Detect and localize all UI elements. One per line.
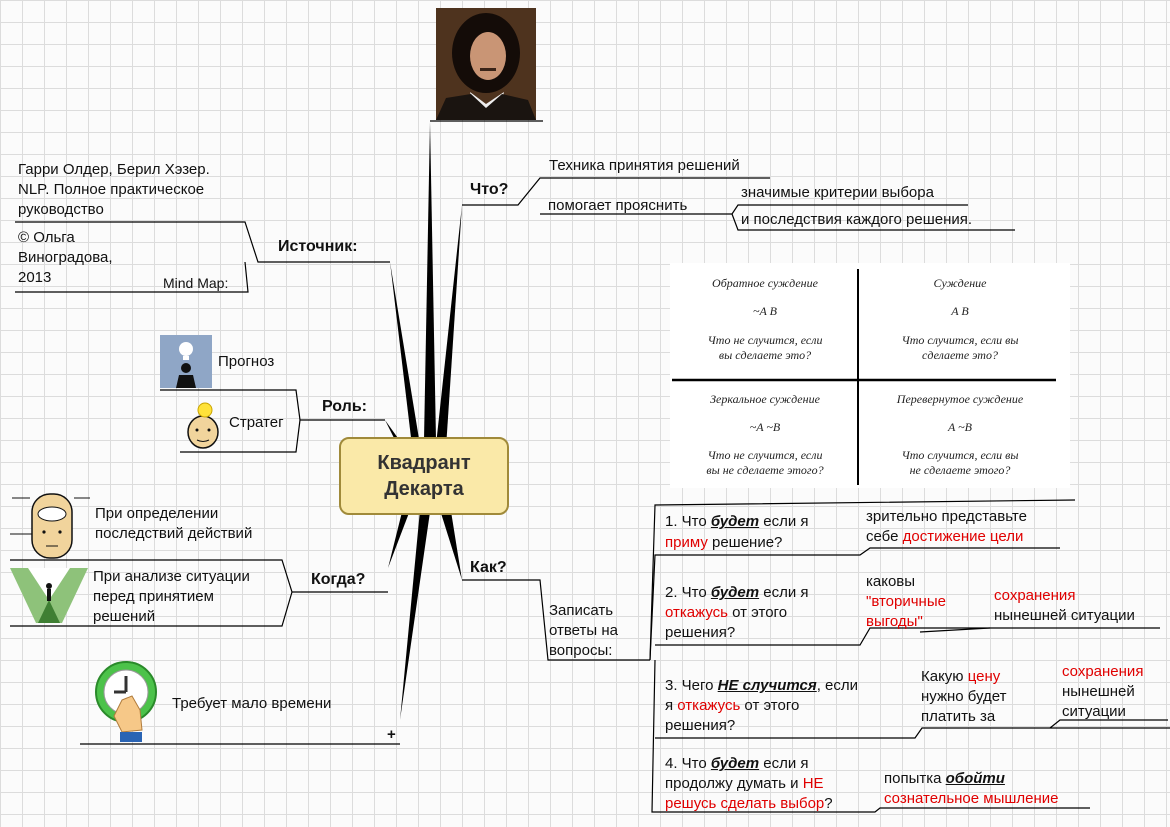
- what-label[interactable]: Что?: [470, 181, 509, 198]
- question-2-line1[interactable]: 2. Что будет если я: [665, 584, 809, 601]
- answer-2-line2[interactable]: "вторичные: [866, 593, 946, 610]
- source-author-line3: 2013: [18, 269, 52, 286]
- q1-formula: ~A B: [753, 304, 777, 318]
- source-author-line2: Виноградова,: [18, 249, 113, 266]
- q1-question-line1: Что не случится, если: [707, 333, 823, 347]
- answer-1-line2[interactable]: себе достижение цели: [866, 528, 1024, 545]
- answer-2-line1[interactable]: каковы: [866, 573, 916, 590]
- central-title-line1: Квадрант: [377, 452, 471, 474]
- what-item-clarify[interactable]: помогает прояснить: [548, 197, 688, 214]
- when-item1-line2[interactable]: последствий действий: [95, 525, 253, 542]
- q2-formula: A B: [951, 304, 969, 318]
- what-sub-criteria[interactable]: значимые критерии выбора: [741, 184, 934, 201]
- q2-question-line2: сделаете это?: [922, 348, 998, 362]
- when-item1-line1[interactable]: При определении: [95, 505, 219, 522]
- answer-2b-line2[interactable]: нынешней ситуации: [994, 607, 1135, 624]
- answer-3-line2[interactable]: нужно будет: [921, 688, 1007, 705]
- what-sub-consequences[interactable]: и последствия каждого решения.: [741, 211, 973, 228]
- answer-4-line2[interactable]: сознательное мышление: [884, 790, 1059, 807]
- forecast-icon: [160, 335, 212, 388]
- thinking-head-icon: [10, 493, 90, 559]
- crossroads-icon: [10, 568, 88, 623]
- when-item2-line2[interactable]: перед принятием: [93, 588, 214, 605]
- question-4-line2[interactable]: продолжу думать и НЕ: [665, 775, 824, 792]
- source-author-line1: © Ольга: [18, 229, 75, 246]
- role-item-strategist[interactable]: Стратег: [229, 414, 284, 431]
- expand-plus-button[interactable]: +: [387, 726, 396, 743]
- clock-hand-icon: [95, 661, 157, 742]
- q2-title: Суждение: [933, 276, 987, 290]
- question-4-line3[interactable]: решусь сделать выбор?: [665, 795, 833, 812]
- answer-3-line3[interactable]: платить за: [921, 708, 996, 725]
- question-1-line2[interactable]: приму решение?: [665, 534, 783, 551]
- q3-formula: ~A ~B: [749, 420, 781, 434]
- source-book-line2: NLP. Полное практическое: [18, 181, 205, 198]
- how-label[interactable]: Как?: [470, 559, 507, 576]
- when-label[interactable]: Когда?: [311, 571, 366, 588]
- role-item-forecast[interactable]: Прогноз: [218, 353, 275, 370]
- descartes-portrait: [436, 8, 536, 120]
- q3-question-line1: Что не случится, если: [707, 448, 823, 462]
- q3-question-line2: вы не сделаете этого?: [706, 463, 824, 477]
- question-3-line3[interactable]: решения?: [665, 717, 736, 734]
- answer-1-line1[interactable]: зрительно представьте: [866, 508, 1027, 525]
- strategist-icon: [187, 402, 219, 449]
- q4-title: Перевернутое суждение: [896, 392, 1024, 406]
- answer-3b-line2[interactable]: нынешней: [1062, 683, 1135, 700]
- answer-3b-line1[interactable]: сохранения: [1062, 663, 1144, 680]
- descartes-quadrant-table: Обратное суждение ~A B Что не случится, …: [670, 263, 1070, 488]
- question-2-line3[interactable]: решения?: [665, 624, 736, 641]
- when-item2-line1[interactable]: При анализе ситуации: [93, 568, 250, 585]
- question-3-line1[interactable]: 3. Чего НЕ случится, если: [665, 677, 859, 694]
- role-label[interactable]: Роль:: [322, 398, 367, 415]
- answer-3b-line3[interactable]: ситуации: [1062, 703, 1126, 720]
- question-2-line2[interactable]: откажусь от этого: [665, 604, 788, 621]
- central-topic[interactable]: Квадрант Декарта: [339, 437, 509, 515]
- answer-4-line1[interactable]: попытка обойти: [884, 770, 1005, 787]
- q1-question-line2: вы сделаете это?: [718, 348, 812, 362]
- question-1-line1[interactable]: 1. Что будет если я: [665, 513, 809, 530]
- q4-formula: A ~B: [948, 420, 972, 434]
- q4-question-line1: Что случится, если вы: [901, 448, 1019, 462]
- q4-question-line2: не сделаете этого?: [909, 463, 1011, 477]
- time-label[interactable]: Требует мало времени: [172, 695, 332, 712]
- source-book-line1: Гарри Олдер, Берил Хэзер.: [18, 161, 210, 178]
- question-3-line2[interactable]: я откажусь от этого: [665, 697, 800, 714]
- q1-title: Обратное суждение: [712, 276, 818, 290]
- source-book-line3: руководство: [18, 201, 104, 218]
- source-label[interactable]: Источник:: [278, 238, 358, 255]
- answer-2b-line1[interactable]: сохранения: [994, 587, 1076, 604]
- when-item2-line3[interactable]: решений: [93, 608, 156, 625]
- q3-title: Зеркальное суждение: [710, 392, 820, 406]
- central-title-line2: Декарта: [384, 478, 464, 500]
- how-write-line2[interactable]: ответы на: [549, 622, 618, 639]
- how-write-line1[interactable]: Записать: [549, 602, 614, 619]
- answer-3-line1[interactable]: Какую цену: [921, 668, 1001, 685]
- question-4-line1[interactable]: 4. Что будет если я: [665, 755, 809, 772]
- how-write-line3[interactable]: вопросы:: [549, 642, 613, 659]
- source-mindmap: Mind Map:: [163, 275, 229, 291]
- answer-2-line3[interactable]: выгоды": [866, 613, 923, 630]
- what-item-technique[interactable]: Техника принятия решений: [549, 157, 740, 174]
- q2-question-line1: Что случится, если вы: [901, 333, 1019, 347]
